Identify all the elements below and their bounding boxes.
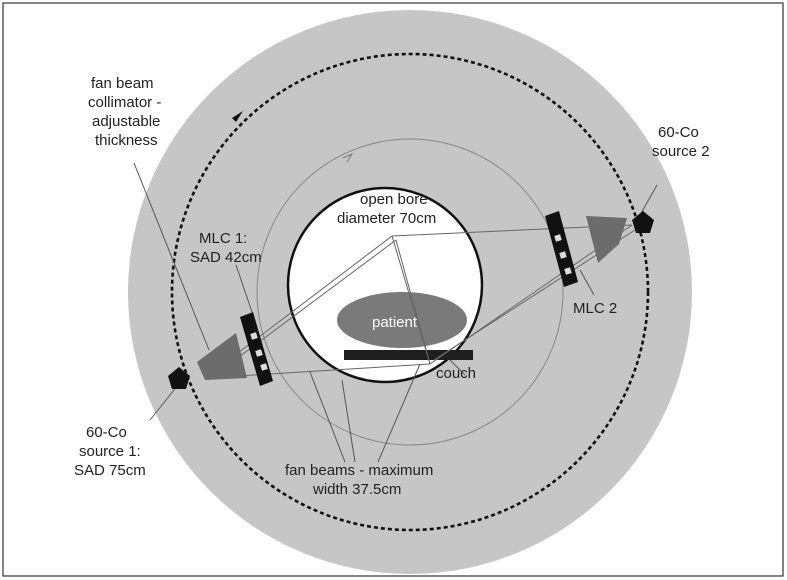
label-fan-beam-collimator: fan beam collimator - adjustable thickne…	[88, 75, 166, 149]
fan-beam-collimator-2	[586, 216, 627, 263]
mlc-orbit-path	[256, 138, 564, 446]
leader-lines	[133, 162, 658, 463]
label-patient: patient	[372, 314, 418, 331]
mlc-1	[240, 312, 273, 386]
label-mlc-2: MLC 2	[573, 300, 617, 317]
label-fan-beams: fan beams - maximum width 37.5cm	[285, 462, 438, 498]
couch	[344, 350, 473, 360]
cobalt-source-1	[168, 367, 190, 389]
label-couch: couch	[436, 365, 476, 382]
label-source-2: 60-Co source 2	[652, 124, 710, 160]
patient-body	[337, 292, 467, 348]
source-orbit-path	[170, 52, 650, 532]
label-source-1: 60-Co source 1: SAD 75cm	[74, 424, 146, 479]
label-mlc-1: MLC 1: SAD 42cm	[190, 230, 262, 266]
mlc-orbit-arrow-icon	[342, 152, 354, 163]
label-open-bore: open bore diameter 70cm	[337, 191, 436, 227]
fan-beam-collimator-1	[197, 333, 247, 380]
mlc-2	[545, 211, 578, 287]
orbit-direction-arrow-icon	[232, 111, 243, 122]
cobalt-source-2	[632, 211, 654, 233]
